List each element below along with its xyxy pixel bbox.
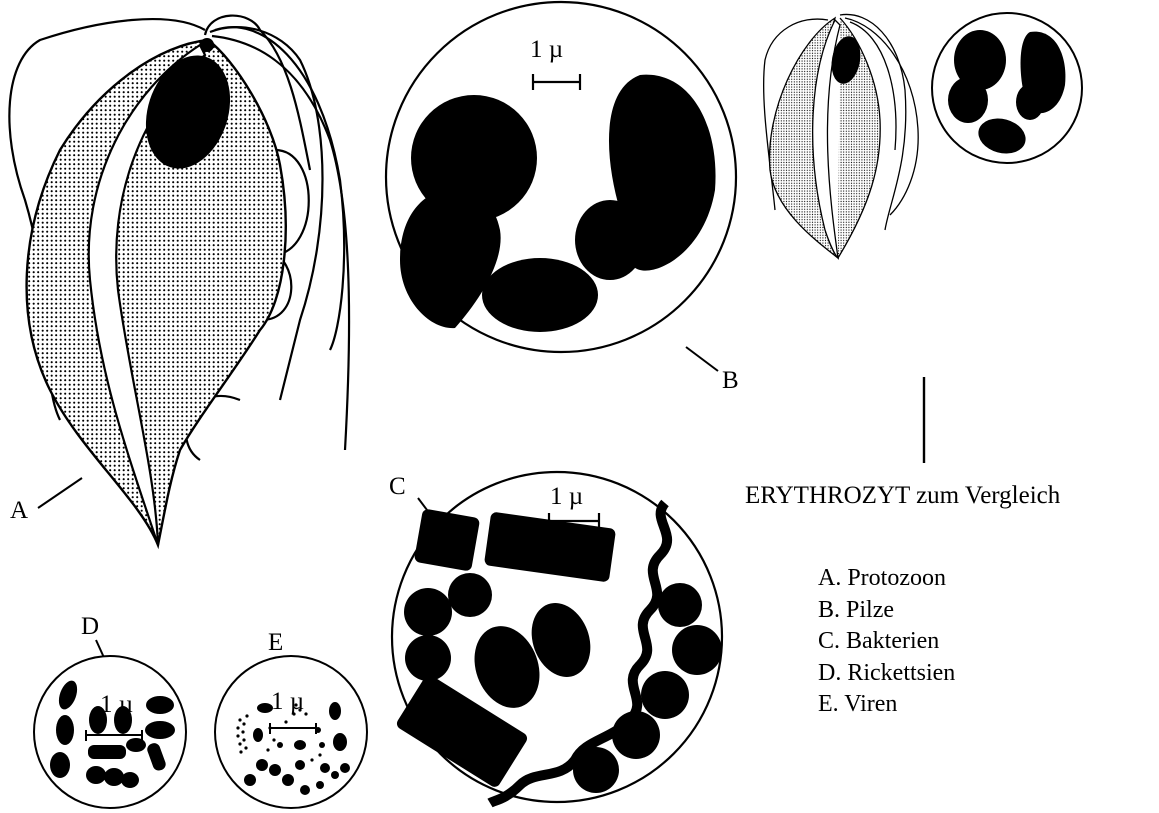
scale-label-d: 1 µ — [100, 692, 133, 717]
legend-item-fungi: B. Pilze — [818, 595, 955, 627]
erythrocyte-caption: ERYTHROZYT zum Vergleich — [745, 482, 1060, 510]
legend-item-viruses: E. Viren — [818, 689, 955, 721]
legend-item-bacteria: C. Bakterien — [818, 626, 955, 658]
label-a: A — [10, 498, 28, 523]
legend-item-protozoon: A. Protozoon — [818, 563, 955, 595]
label-b: B — [722, 368, 739, 393]
scale-label-e: 1 µ — [271, 689, 304, 714]
label-c: C — [389, 474, 406, 499]
viruses-circle — [215, 656, 367, 808]
legend-list: A. Protozoon B. Pilze C. Bakterien D. Ri… — [818, 563, 955, 721]
protozoon-illustration — [9, 16, 349, 545]
pointer-a — [38, 478, 82, 508]
scale-label-b: 1 µ — [530, 37, 563, 62]
bacteria-circle — [392, 472, 722, 803]
scale-label-c: 1 µ — [550, 484, 583, 509]
legend-item-rickettsiae: D. Rickettsien — [818, 658, 955, 690]
small-protozoon-illustration — [764, 14, 919, 258]
rickettsiae-circle — [34, 656, 186, 808]
comparison-circle — [932, 13, 1082, 163]
label-e: E — [268, 630, 283, 655]
pointer-b — [686, 347, 718, 371]
label-d: D — [81, 614, 99, 639]
